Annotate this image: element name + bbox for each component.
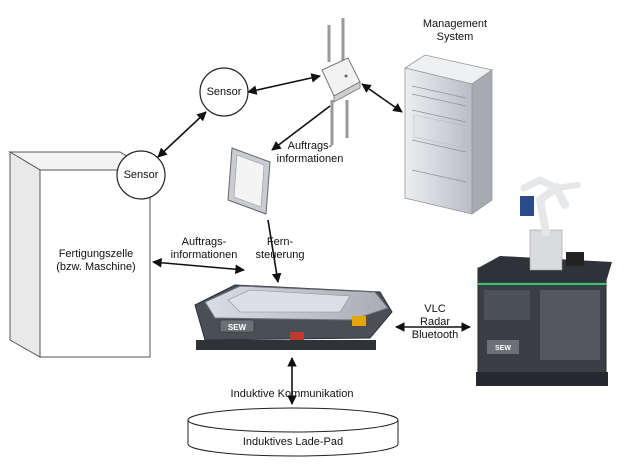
arrow-tablet-agv — [267, 219, 282, 283]
auftragsinfo-top-label: Auftrags- informationen — [276, 140, 344, 165]
sensor-top-label: Sensor — [206, 86, 242, 98]
lade-pad-label: Induktives Lade-Pad — [242, 436, 344, 448]
sensor-left-circle — [116, 150, 166, 200]
agv-vehicle: SEW — [194, 284, 393, 350]
access-point-icon — [321, 18, 361, 145]
arrow-ap-server — [361, 83, 403, 113]
wireless-label: VLC Radar Bluetooth — [411, 303, 459, 341]
management-system-server — [404, 54, 493, 215]
induktive-kommunikation-label: Induktive Kommunikation — [230, 388, 354, 400]
sensor-left-label: Sensor — [123, 169, 159, 181]
arrow-sensors — [157, 111, 207, 158]
fertigungszelle-label: Fertigungszelle (bzw. Maschine) — [56, 248, 136, 273]
robot-brand-logo: SEW — [495, 345, 511, 352]
fernsteuerung-label: Fern- steuerung — [255, 236, 305, 261]
arrow-ap-tablet — [271, 105, 331, 151]
robot-arm-on-base: SEW — [476, 176, 612, 386]
arrow-cell-agv — [152, 257, 245, 275]
lade-pad — [187, 407, 399, 457]
management-system-label: Management System — [422, 18, 488, 43]
tablet-icon — [227, 147, 271, 215]
agv-brand-logo: SEW — [228, 323, 247, 332]
auftragsinfo-left-label: Auftrags- informationen — [170, 236, 238, 261]
fertigungszelle-box — [8, 151, 152, 358]
arrow-sensor-ap — [247, 73, 321, 95]
